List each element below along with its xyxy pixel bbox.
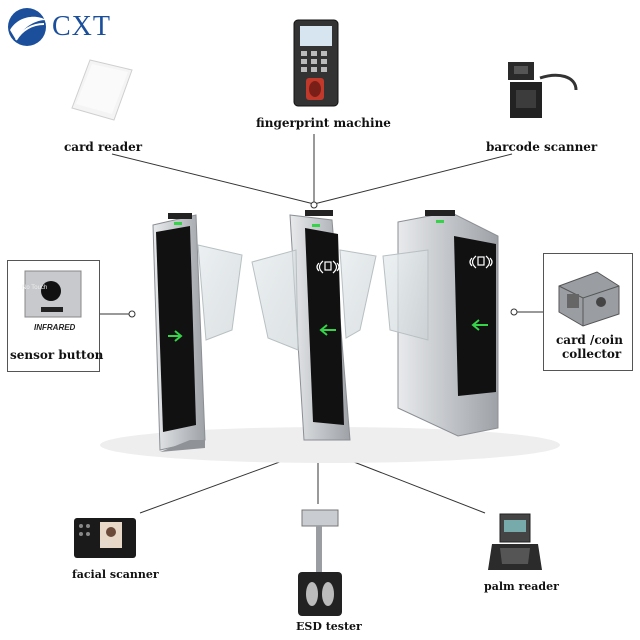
card-coin-box <box>543 253 633 371</box>
brand-name: CXT <box>52 11 111 42</box>
label-palm-reader: palm reader <box>484 580 559 593</box>
label-fingerprint-machine: fingerprint machine <box>256 116 391 130</box>
sensor-button-icon <box>24 270 82 318</box>
label-card-coin-line2: collector <box>562 347 622 361</box>
label-card-coin-line1: card /coin <box>556 333 623 347</box>
fingerprint-machine-icon <box>293 19 339 107</box>
right-cabinet <box>382 210 499 437</box>
connector-dot <box>510 308 518 316</box>
label-sensor-button: sensor button <box>10 348 104 362</box>
label-barcode-scanner: barcode scanner <box>486 140 598 154</box>
rfid-icon <box>316 255 493 274</box>
green-arrow-icon <box>168 319 488 342</box>
label-facial-scanner: facial scanner <box>72 568 159 581</box>
connector-dot <box>310 201 318 209</box>
label-card-reader: card reader <box>64 140 143 154</box>
sensor-button-box: No Touch INFRARED <box>7 260 100 372</box>
facial-scanner-icon <box>74 518 136 558</box>
label-esd-tester: ESD tester <box>296 620 362 633</box>
sensor-plate-text: INFRARED <box>34 323 76 332</box>
facial-brand-text: CXT <box>100 542 112 548</box>
palm-reader-icon <box>488 513 542 570</box>
brand-logo: CXT <box>6 6 111 48</box>
brand-globe-icon <box>8 8 46 46</box>
connector-dot <box>128 310 136 318</box>
card-coin-collector-icon <box>558 271 620 327</box>
sensor-brand-text: No Touch <box>22 285 48 291</box>
left-cabinet <box>152 213 243 452</box>
middle-cabinet <box>251 210 377 441</box>
esd-tester-icon <box>298 509 342 616</box>
barcode-scanner-icon <box>508 62 578 118</box>
card-reader-icon <box>71 59 133 121</box>
